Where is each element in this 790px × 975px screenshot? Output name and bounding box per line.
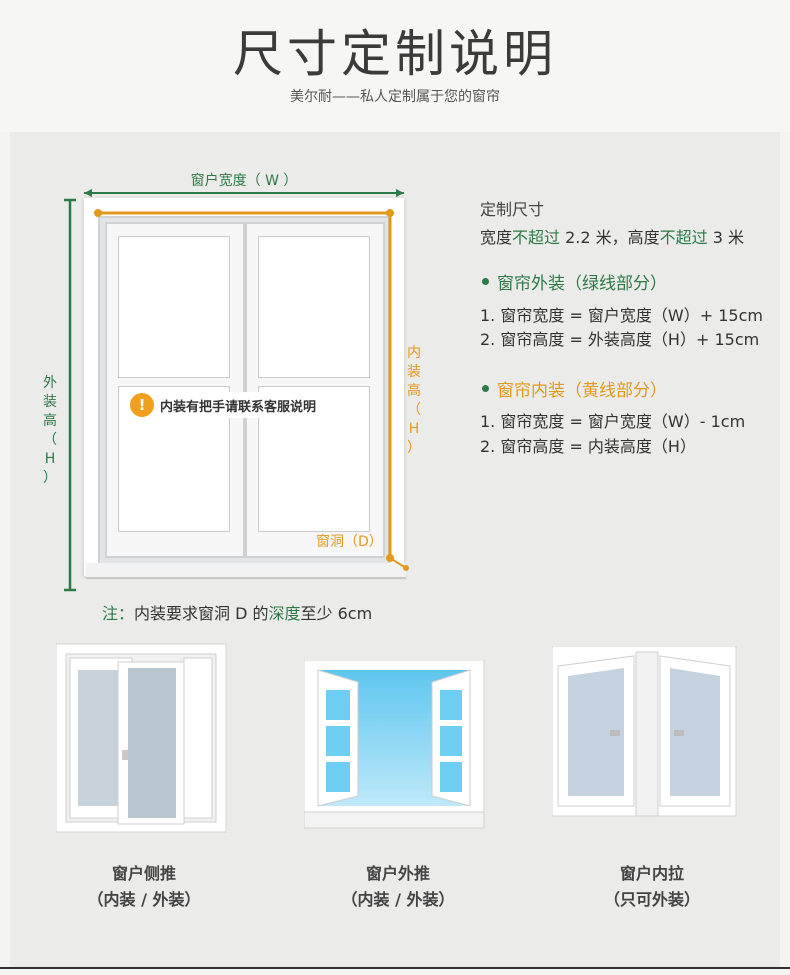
sliding-window-image [56, 643, 227, 833]
window-sill [86, 563, 406, 579]
outer-install-title: 窗帘外装（绿线部分） [480, 269, 667, 294]
inward-window-image [552, 646, 737, 817]
page-title: 尺寸定制说明 [233, 25, 557, 83]
warning-icon: ! [130, 393, 154, 417]
type-sliding-name: 窗户侧推 [111, 864, 176, 883]
warning-text: 内装有把手请联系客服说明 [160, 399, 317, 415]
window-width-label: 窗户宽度（ W ） [190, 173, 298, 189]
inner-height-label: 内 装 高 （ H ） [407, 345, 421, 456]
outer-install-rule-1: 1. 窗帘宽度 = 窗户宽度（W）+ 15cm [480, 306, 763, 325]
size-heading: 定制尺寸 [480, 200, 545, 219]
depth-note: 注：内装要求窗洞 D 的深度至少 6cm [102, 604, 373, 623]
inner-install-rule-2: 2. 窗帘高度 = 内装高度（H） [480, 437, 696, 456]
outer-install-rule-2: 2. 窗帘高度 = 外装高度（H）+ 15cm [480, 330, 760, 349]
outward-window-image [304, 660, 485, 829]
outer-height-label: 外 装 高 （ H ） [43, 375, 57, 486]
handle-warning: ! 内装有把手请联系客服说明 [130, 392, 323, 418]
bullet-icon [482, 385, 489, 392]
type-inward-mode: （只可外装） [603, 890, 700, 909]
type-inward-name: 窗户内拉 [619, 864, 684, 883]
glass-pane [258, 236, 370, 378]
type-outward-name: 窗户外推 [365, 864, 430, 883]
size-limit: 宽度不超过 2.2 米，高度不超过 3 米 [480, 228, 745, 247]
header: 尺寸定制说明 美尔耐——私人定制属于您的窗帘 [0, 0, 790, 132]
inner-install-rule-1: 1. 窗帘宽度 = 窗户宽度（W）- 1cm [480, 412, 746, 431]
bullet-icon [482, 278, 489, 285]
type-sliding-mode: （内装 / 外装） [87, 890, 201, 909]
page-subtitle: 美尔耐——私人定制属于您的窗帘 [290, 89, 500, 105]
glass-pane [118, 236, 230, 378]
inner-install-title: 窗帘内装（黄线部分） [480, 376, 667, 401]
footer-divider [0, 967, 790, 969]
type-outward-mode: （内装 / 外装） [341, 890, 455, 909]
window-hole-label: 窗洞（D） [316, 534, 383, 550]
